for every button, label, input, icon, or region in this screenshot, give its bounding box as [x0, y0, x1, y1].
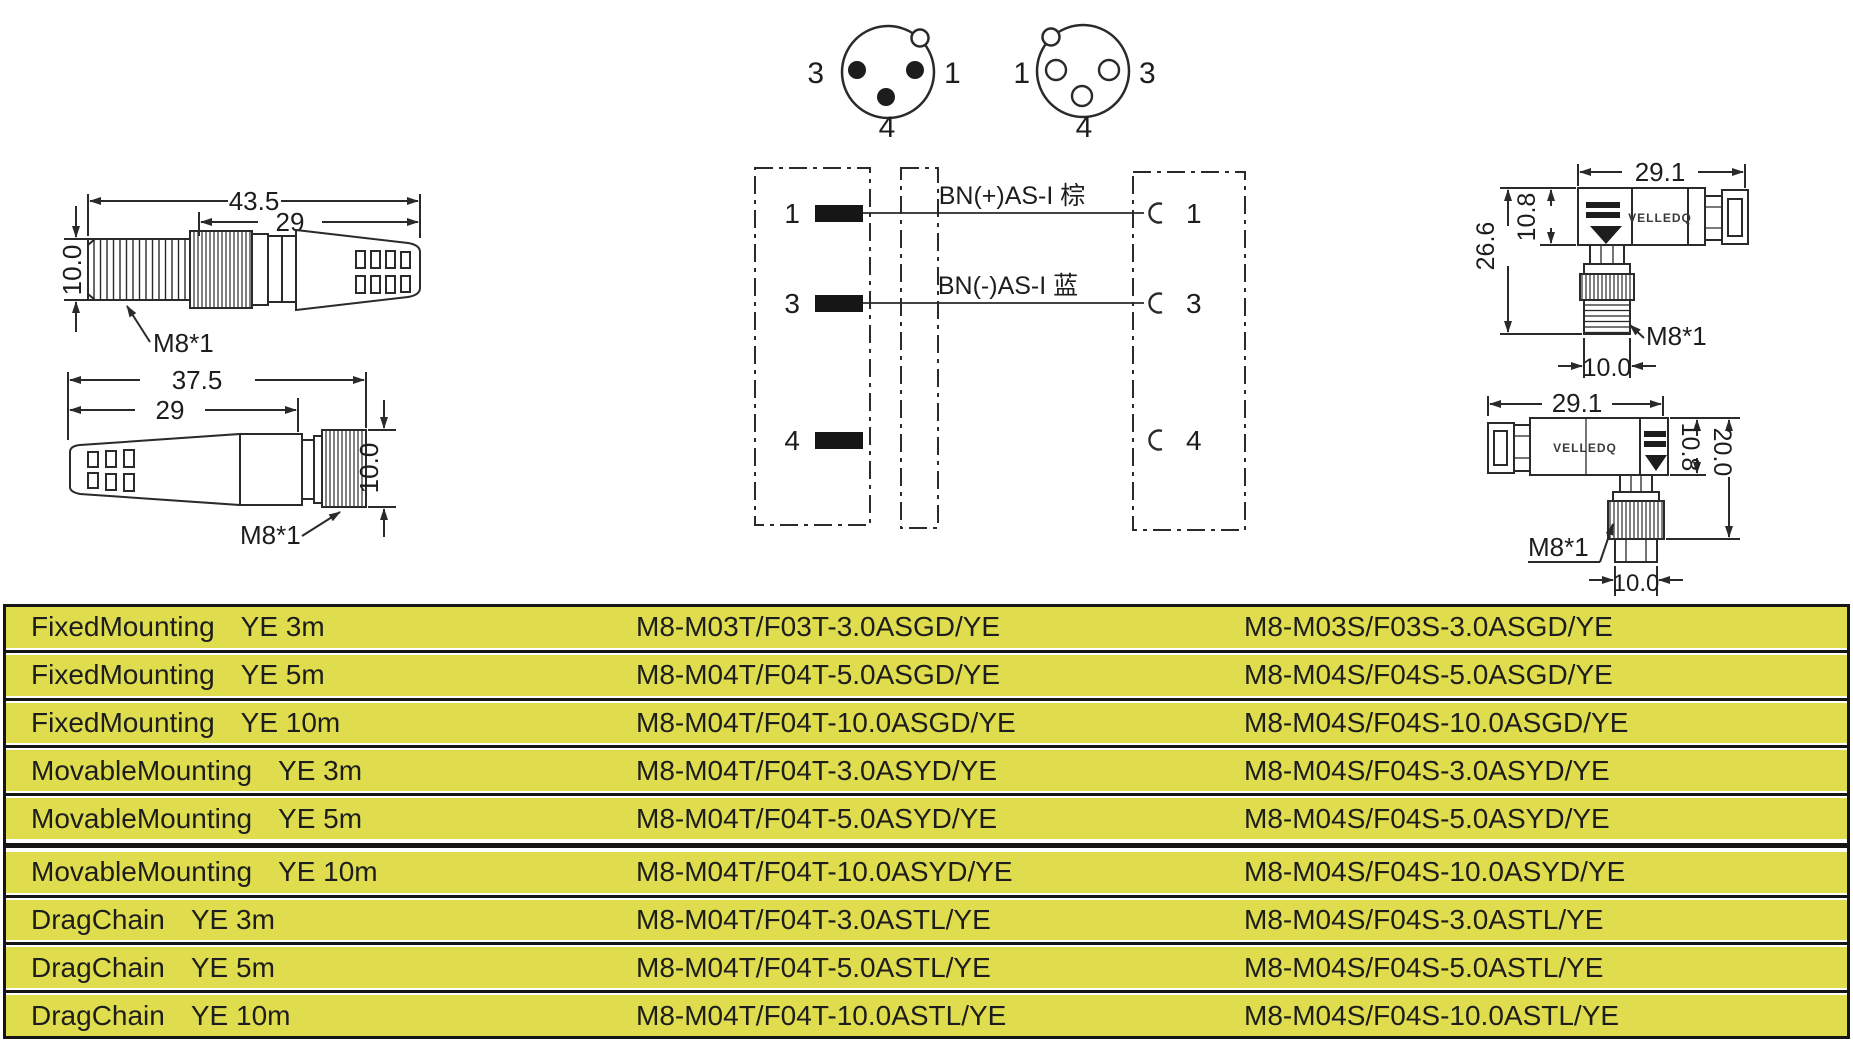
- part-number-s: M8-M04S/F04S-10.0ASTL/YE: [1244, 999, 1620, 1031]
- dim-diameter: 10.0: [57, 245, 87, 296]
- cable-spec: YE 10m: [240, 706, 341, 738]
- dim-width: 29.1: [1552, 388, 1603, 418]
- table-row: DragChain YE 10m M8-M04T/F04T-10.0ASTL/YE…: [6, 995, 1847, 1037]
- row-divider: [6, 892, 1847, 900]
- part-number-t: M8-M04T/F04T-10.0ASYD/YE: [636, 856, 1013, 888]
- cable-spec: YE 10m: [190, 999, 291, 1031]
- wire-pin-label: 4: [784, 425, 800, 456]
- pin-label: 1: [944, 57, 961, 90]
- row-divider: [6, 791, 1847, 799]
- dim-total-length: 37.5: [172, 365, 223, 395]
- mounting-type: DragChain: [31, 904, 165, 936]
- part-number-t: M8-M04T/F04T-5.0ASYD/YE: [636, 802, 998, 834]
- mounting-type: FixedMounting: [31, 706, 215, 738]
- cable-spec: YE 3m: [278, 754, 363, 786]
- part-number-t: M8-M04T/F04T-3.0ASTL/YE: [636, 904, 991, 936]
- cable-spec: YE 3m: [190, 904, 275, 936]
- wire-pin-label: 4: [1186, 425, 1202, 456]
- dim-thread-diameter: 10.0: [1613, 570, 1660, 597]
- wire-pin-label: 1: [1186, 198, 1202, 229]
- cable-spec: YE 3m: [240, 611, 325, 643]
- thread-spec-label: M8*1: [1646, 321, 1707, 351]
- wire-color-label: BN(-)AS-I 蓝: [938, 272, 1078, 300]
- row-divider: [6, 838, 1847, 852]
- pin-label: 3: [807, 57, 824, 90]
- row-divider: [6, 743, 1847, 751]
- pin-label: 4: [1076, 111, 1093, 144]
- part-number-t: M8-M04T/F04T-5.0ASTL/YE: [636, 951, 991, 983]
- product-table: FixedMounting YE 3m M8-M03T/F03T-3.0ASGD/…: [3, 604, 1850, 1039]
- table-row: MovableMounting YE 10m M8-M04T/F04T-10.0A…: [6, 851, 1847, 893]
- angle-male-connector-drawing: 29.1 VELLEDQ 10.8 26.6 M: [1472, 157, 1749, 382]
- dim-body-length: 29: [156, 395, 185, 425]
- wiring-diagram: 1 1 BN(+)AS-I 棕 3 3 BN(-)AS-I 蓝 4 4: [754, 167, 1246, 531]
- table-row: FixedMounting YE 5m M8-M04T/F04T-5.0ASGD/…: [6, 654, 1847, 696]
- dim-diameter: 10.0: [354, 443, 384, 494]
- part-number-s: M8-M04S/F04S-3.0ASTL/YE: [1244, 904, 1604, 936]
- angle-female-connector-drawing: 29.1 VELLEDQ 10.8 20.0: [1487, 388, 1740, 597]
- part-number-s: M8-M04S/F04S-10.0ASYD/YE: [1244, 856, 1626, 888]
- cable-spec: YE 5m: [190, 951, 275, 983]
- part-number-t: M8-M04T/F04T-10.0ASGD/YE: [636, 706, 1016, 738]
- thread-spec-label: M8*1: [240, 520, 301, 550]
- dim-total-height: 26.6: [1472, 222, 1500, 271]
- mounting-type: DragChain: [31, 999, 165, 1031]
- part-number-s: M8-M04S/F04S-3.0ASYD/YE: [1244, 754, 1610, 786]
- part-number-s: M8-M04S/F04S-5.0ASYD/YE: [1244, 802, 1610, 834]
- table-row: DragChain YE 5m M8-M04T/F04T-5.0ASTL/YE M…: [6, 947, 1847, 989]
- wire-pin-label: 1: [784, 198, 800, 229]
- wire-pin-label: 3: [784, 288, 800, 319]
- dim-total-height: 20.0: [1708, 428, 1736, 477]
- mounting-type: MovableMounting: [31, 802, 253, 834]
- male-straight-connector-drawing: 43.5 29 10.0 M8*1: [57, 186, 421, 358]
- part-number-t: M8-M04T/F04T-10.0ASTL/YE: [636, 999, 1007, 1031]
- cable-spec: YE 5m: [278, 802, 363, 834]
- pin-face-female-diagram: 1 3 4: [1013, 23, 1156, 144]
- brand-label: VELLEDQ: [1628, 211, 1692, 225]
- brand-label: VELLEDQ: [1553, 441, 1617, 455]
- dim-thread-diameter: 10.0: [1583, 354, 1632, 382]
- pin-label: 4: [879, 111, 896, 144]
- cable-spec: YE 5m: [240, 659, 325, 691]
- thread-spec-label: M8*1: [153, 328, 214, 358]
- row-divider: [6, 647, 1847, 655]
- mounting-type: MovableMounting: [31, 856, 253, 888]
- dim-width: 29.1: [1635, 157, 1686, 187]
- pin-label: 1: [1013, 57, 1030, 90]
- dim-total-length: 43.5: [229, 186, 280, 216]
- part-number-s: M8-M03S/F03S-3.0ASGD/YE: [1244, 611, 1613, 643]
- part-number-s: M8-M04S/F04S-5.0ASGD/YE: [1244, 659, 1613, 691]
- part-number-t: M8-M04T/F04T-5.0ASGD/YE: [636, 659, 1001, 691]
- technical-drawings: 3 1 4 1 3 4 43.5 29 10.0: [57, 23, 1749, 597]
- table-row: DragChain YE 3m M8-M04T/F04T-3.0ASTL/YE M…: [6, 899, 1847, 941]
- part-number-s: M8-M04S/F04S-10.0ASGD/YE: [1244, 706, 1629, 738]
- pin-label: 3: [1139, 57, 1156, 90]
- dim-body-length: 29: [276, 207, 305, 237]
- pin-face-male-diagram: 3 1 4: [807, 24, 961, 144]
- wire-color-label: BN(+)AS-I 棕: [939, 182, 1086, 210]
- row-divider: [6, 695, 1847, 703]
- mounting-type: MovableMounting: [31, 754, 253, 786]
- row-divider: [6, 940, 1847, 948]
- part-number-t: M8-M03T/F03T-3.0ASGD/YE: [636, 611, 1001, 643]
- mounting-type: FixedMounting: [31, 659, 215, 691]
- thread-spec-label: M8*1: [1528, 532, 1589, 562]
- mounting-type: FixedMounting: [31, 611, 215, 643]
- part-number-s: M8-M04S/F04S-5.0ASTL/YE: [1244, 951, 1604, 983]
- table-row: FixedMounting YE 3m M8-M03T/F03T-3.0ASGD/…: [6, 607, 1847, 648]
- dim-head-height: 10.8: [1513, 193, 1541, 242]
- mounting-type: DragChain: [31, 951, 165, 983]
- wire-pin-label: 3: [1186, 288, 1202, 319]
- female-straight-connector-drawing: 37.5 29 10.0 M8*1: [67, 365, 396, 550]
- dim-head-height: 10.8: [1676, 423, 1704, 472]
- table-row: MovableMounting YE 3m M8-M04T/F04T-3.0ASY…: [6, 750, 1847, 792]
- row-divider: [6, 988, 1847, 996]
- table-row: MovableMounting YE 5m M8-M04T/F04T-5.0ASY…: [6, 798, 1847, 839]
- cable-spec: YE 10m: [278, 856, 378, 888]
- part-number-t: M8-M04T/F04T-3.0ASYD/YE: [636, 754, 998, 786]
- table-row: FixedMounting YE 10m M8-M04T/F04T-10.0ASG…: [6, 702, 1847, 744]
